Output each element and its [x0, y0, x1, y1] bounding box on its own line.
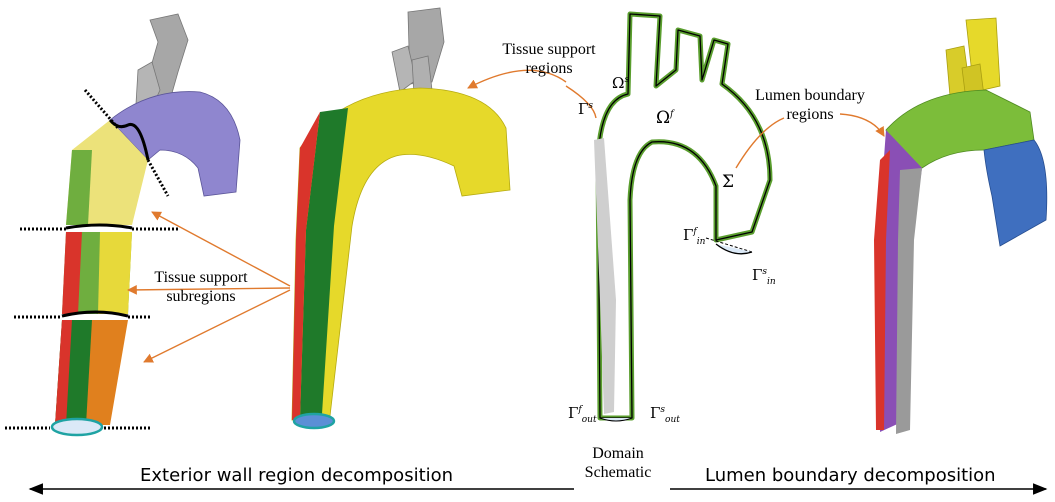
tissue-support-subregions-label: Tissue support subregions: [126, 268, 276, 306]
gamma-in-f-label: Γfin: [683, 226, 705, 247]
gamma-out-s-label: Γsout: [650, 404, 680, 425]
lumen-boundary-regions-label: Lumen boundary regions: [738, 86, 882, 124]
omega-f-label: Ωf: [656, 108, 673, 128]
aorta-model-subregions: [5, 14, 240, 435]
sigma-label: Σ: [722, 172, 734, 192]
gamma-in-s-label: Γsin: [752, 266, 776, 287]
gamma-out-f-label: Γfout: [568, 404, 597, 425]
domain-schematic-label: Domain Schematic: [572, 444, 664, 482]
aorta-model-lumen: [874, 18, 1047, 434]
lumen-decomposition-title: Lumen boundary decomposition: [705, 465, 996, 486]
omega-s-label: Ωs: [612, 74, 629, 92]
exterior-decomposition-title: Exterior wall region decomposition: [140, 465, 453, 486]
aorta-model-regions: [292, 8, 510, 428]
gray-lumen-region: [896, 168, 922, 434]
tissue-support-regions-label: Tissue support regions: [484, 40, 614, 78]
gamma-s-label: Γs: [578, 100, 593, 118]
blue-lumen-region: [984, 140, 1047, 246]
